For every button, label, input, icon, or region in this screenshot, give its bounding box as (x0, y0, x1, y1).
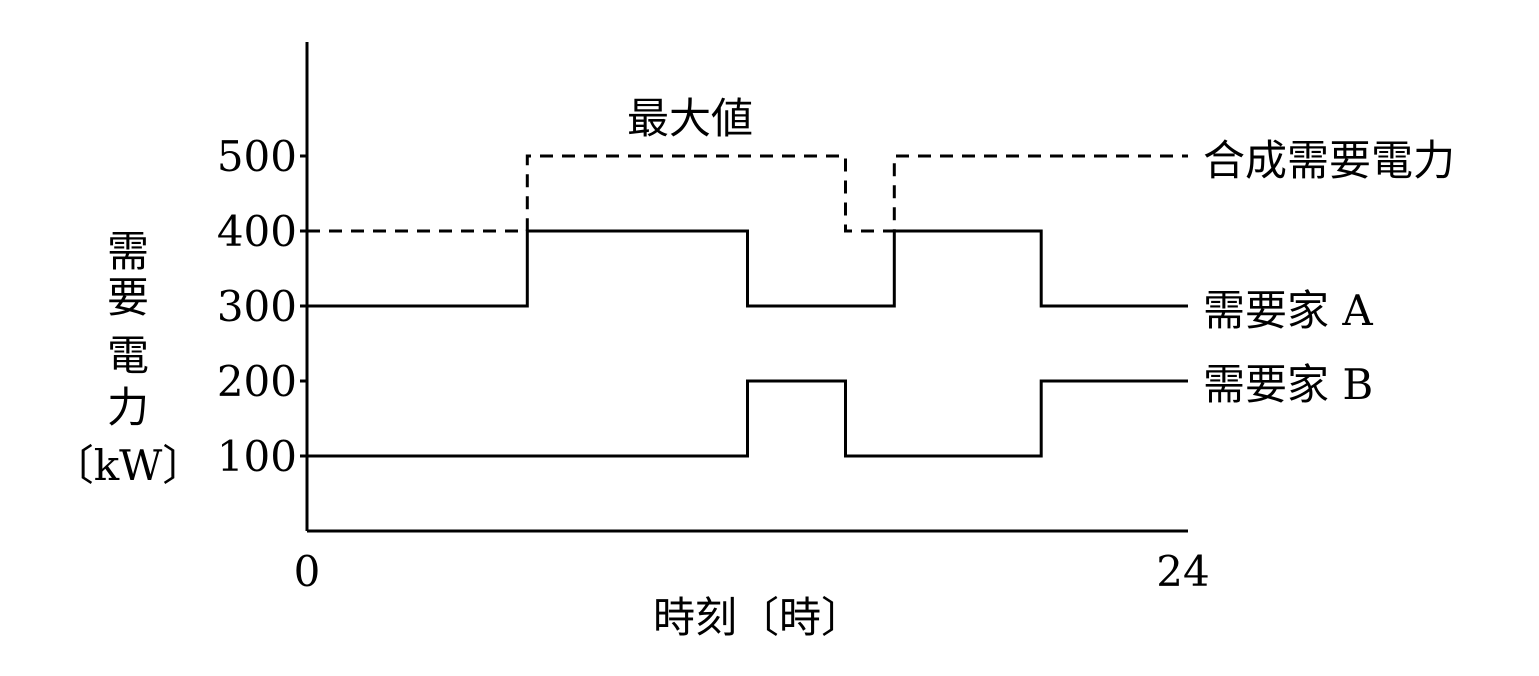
y-tick-label-300: 300 (217, 282, 297, 331)
y-tick-label-400: 400 (217, 207, 297, 256)
series-label-combined-demand: 合成需要電力 (1203, 136, 1455, 185)
y-axis-label-char-4: 力 (107, 383, 149, 432)
y-tick-label-500: 500 (217, 132, 297, 181)
y-tick-label-200: 200 (217, 357, 297, 406)
y-axis-unit: 〔kW〕 (52, 441, 205, 490)
x-tick-label-0: 0 (294, 547, 321, 596)
x-axis-label: 時刻〔時〕 (653, 593, 863, 642)
y-tick-label-100: 100 (217, 432, 297, 481)
series-label-consumer-b: 需要家 B (1203, 360, 1373, 409)
x-tick-label-24: 24 (1156, 547, 1209, 596)
y-axis-label-char-3: 電 (107, 331, 149, 380)
series-line-consumer-a (307, 229, 1188, 308)
y-axis-label-char-1: 需 (107, 227, 149, 276)
series-label-consumer-a: 需要家 A (1203, 286, 1373, 335)
series-line-combined-demand (307, 154, 1188, 233)
y-tick-labels: 100 200 300 400 500 (217, 132, 307, 481)
series-line-consumer-b (307, 379, 1188, 458)
annotation-max-value: 最大値 (627, 94, 753, 143)
y-axis-label-char-2: 要 (107, 273, 149, 322)
